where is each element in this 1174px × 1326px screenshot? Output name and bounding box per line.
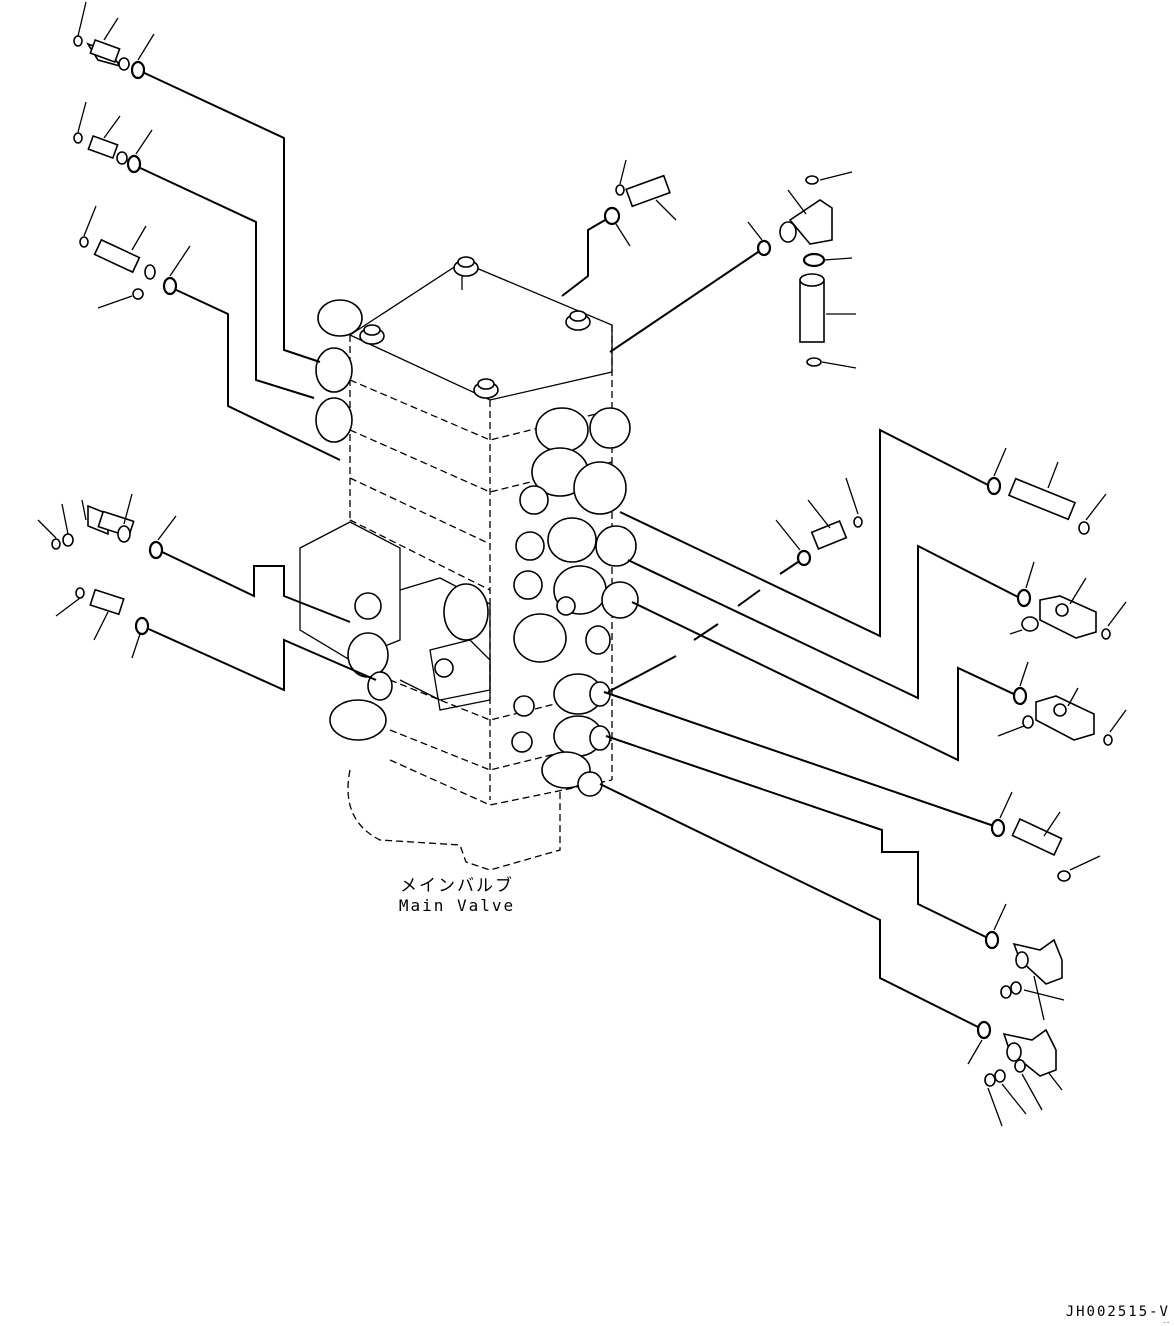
- caption-japanese: メインバルブ: [400, 876, 514, 896]
- fitting-center: [775, 477, 863, 567]
- fitting-right-2: [1009, 561, 1127, 640]
- fitting-right-4: [990, 791, 1101, 882]
- valve-cap: [553, 673, 611, 715]
- fitting-right-6: [967, 1020, 1063, 1127]
- fitting-right-1: [986, 447, 1107, 535]
- document-id-suffix: --: [1162, 1319, 1170, 1326]
- valve-cap: [513, 613, 611, 663]
- top-bolt: [473, 378, 499, 399]
- valve-cap: [547, 517, 637, 567]
- valve-cap: [541, 751, 603, 797]
- top-bolt: [453, 256, 479, 277]
- valve-cap: [553, 715, 611, 757]
- valve-cap: [519, 485, 549, 515]
- fitting-left-1: [73, 1, 155, 80]
- fitting-right-5: [984, 903, 1065, 1021]
- fitting-left-2: [73, 101, 153, 174]
- fitting-left-4: [37, 493, 177, 560]
- top-bolt: [565, 310, 591, 331]
- main-valve-caption: メインバルブ Main Valve: [372, 876, 542, 916]
- fitting-left-5: [55, 587, 150, 659]
- connection-lines: [135, 69, 1021, 1031]
- main-valve-body: [299, 256, 639, 871]
- fitting-right-3: [997, 661, 1127, 746]
- fitting-top-1: [603, 159, 677, 247]
- top-bolt: [359, 324, 385, 345]
- document-id: JH002515-V: [1065, 1304, 1170, 1320]
- fitting-left-3: [79, 205, 191, 309]
- valve-cap: [513, 570, 576, 616]
- fitting-top-2: [747, 171, 857, 369]
- valve-cap: [531, 447, 627, 515]
- caption-english: Main Valve: [398, 896, 516, 915]
- valve-cap: [513, 695, 535, 717]
- valve-cap: [535, 407, 631, 453]
- valve-cap: [511, 731, 533, 753]
- valve-cap: [515, 531, 545, 561]
